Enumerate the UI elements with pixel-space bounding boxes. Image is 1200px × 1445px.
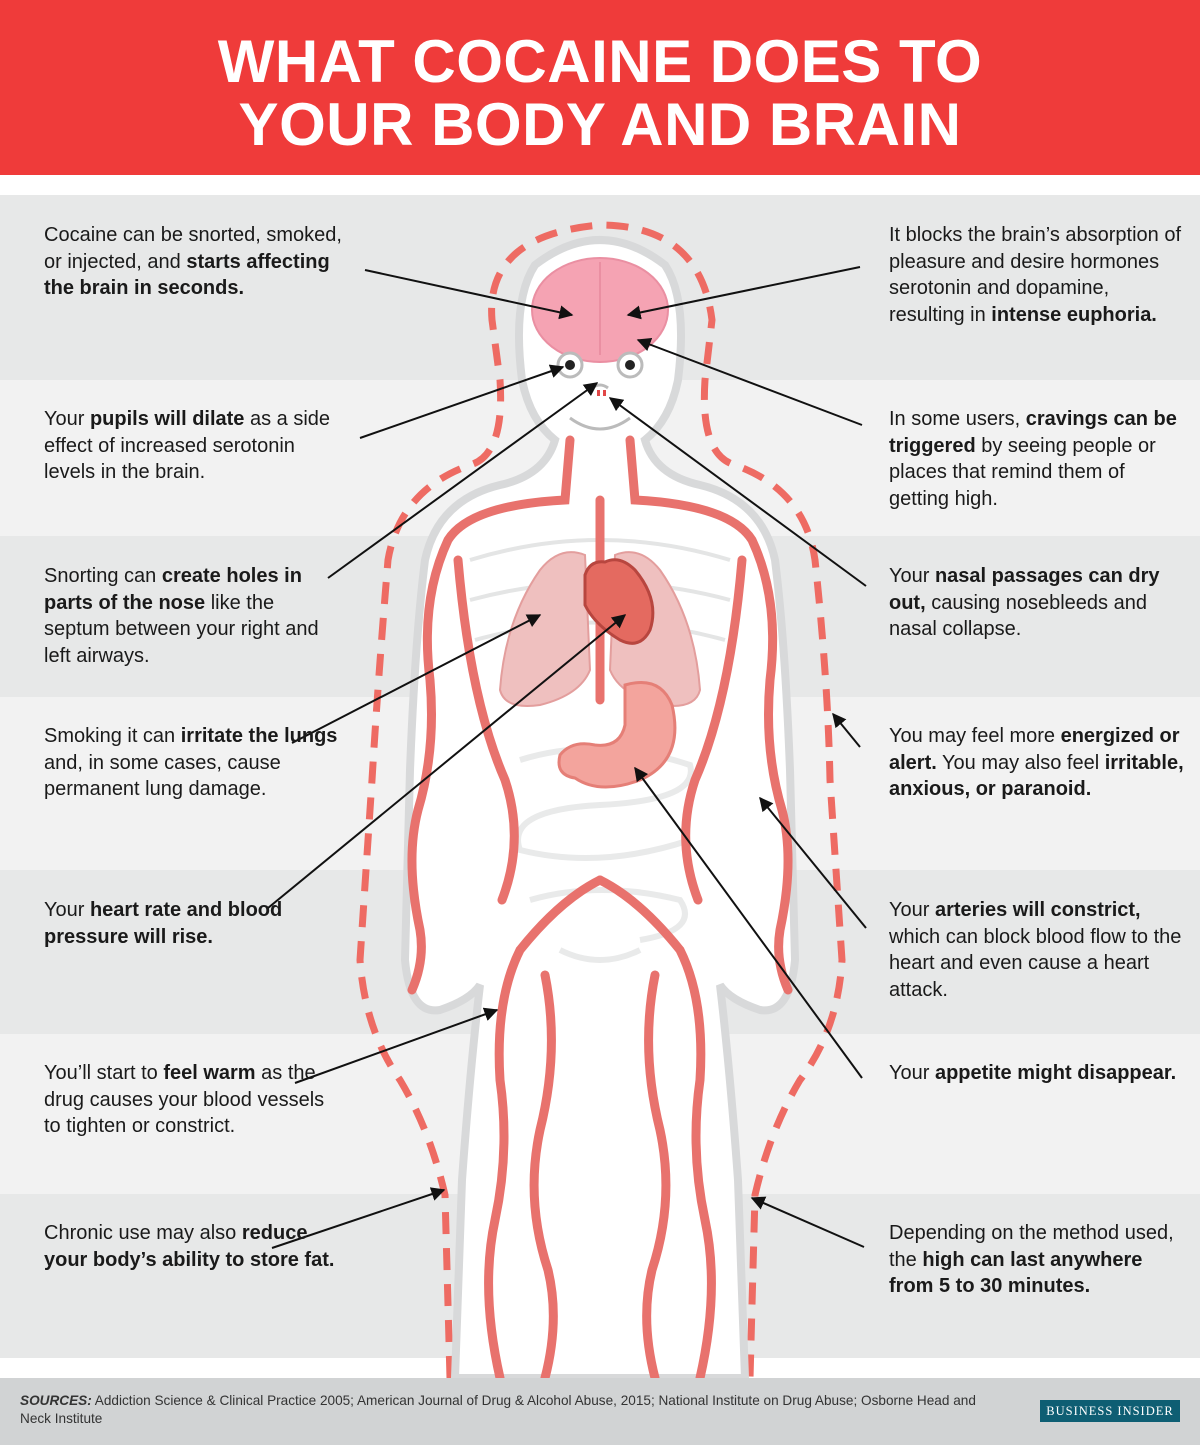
sources-list: Addiction Science & Clinical Practice 20…	[20, 1393, 976, 1426]
body-silhouette	[400, 236, 800, 1382]
note-pupils: Your pupils will dilate as a side effect…	[44, 408, 331, 483]
note-lungs: Smoking it can irritate the lungs and, i…	[44, 725, 338, 800]
left-lung	[498, 551, 592, 707]
blood-vessels	[407, 435, 793, 1383]
sources-text: SOURCES: Addiction Science & Clinical Pr…	[20, 1392, 980, 1428]
note-cravings: In some users, cravings can be triggered…	[889, 408, 1177, 510]
header-banner: WHAT COCAINE DOES TO YOUR BODY AND BRAIN	[0, 0, 1200, 175]
note-energized: You may feel more energized or alert. Yo…	[889, 725, 1184, 800]
note-high-duration: Depending on the method used, the high c…	[889, 1222, 1174, 1297]
page-title-line-2: YOUR BODY AND BRAIN	[238, 91, 962, 158]
note-euphoria: It blocks the brain’s absorption of plea…	[889, 224, 1182, 326]
mouth	[569, 416, 631, 431]
note-feel-warm: You’ll start to feel warm as the drug ca…	[44, 1062, 325, 1137]
footer-bar	[0, 1378, 1200, 1445]
note-nose-holes: Snorting can create holes in parts of th…	[44, 565, 319, 667]
note-fat-storage: Chronic use may also reduce your body’s …	[44, 1222, 335, 1271]
stomach	[557, 681, 677, 789]
callout-arrows	[267, 266, 867, 1249]
body-dashed-outline	[356, 221, 846, 1379]
heart	[583, 558, 655, 645]
note-nasal-passages: Your nasal passages can dry out, causing…	[889, 565, 1160, 640]
business-insider-logo: BUSINESS INSIDER	[1040, 1400, 1180, 1422]
sources-label: SOURCES:	[20, 1393, 92, 1408]
note-heart-rate: Your heart rate and blood pressure will …	[44, 899, 283, 948]
note-brain-onset: Cocaine can be snorted, smoked, or injec…	[44, 224, 342, 299]
note-appetite: Your appetite might disappear.	[889, 1062, 1177, 1084]
page-title-line-1: WHAT COCAINE DOES TO	[217, 28, 983, 95]
note-arteries: Your arteries will constrict, which can …	[889, 899, 1182, 1001]
